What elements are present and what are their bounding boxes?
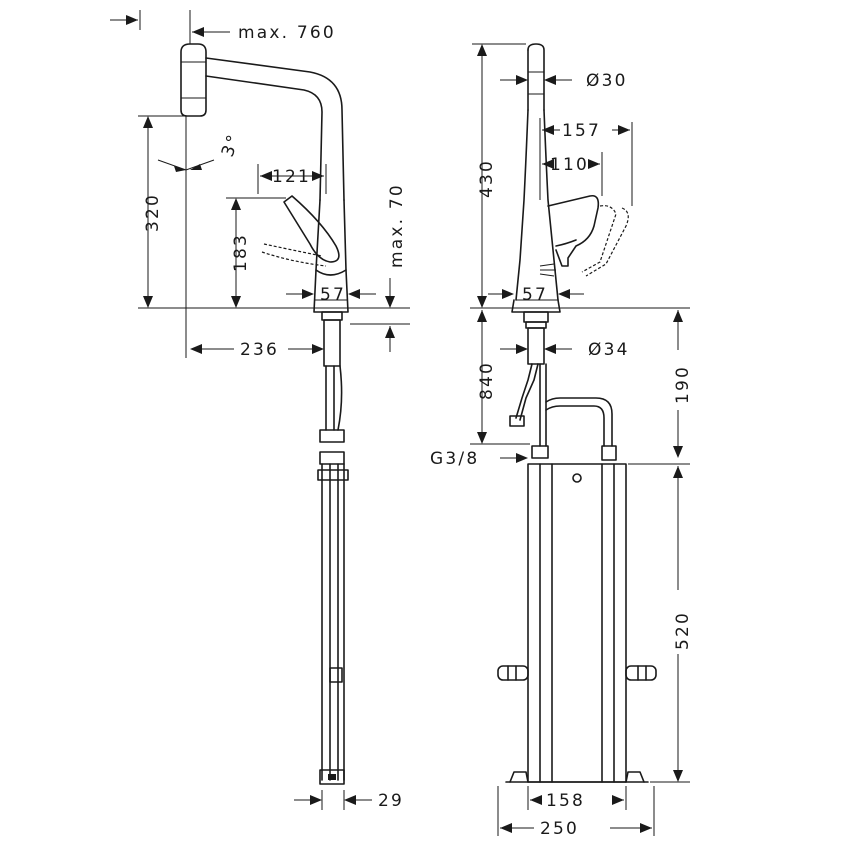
spout-head	[180, 43, 207, 117]
dim-57-side	[286, 289, 376, 299]
label-57-front: 57	[522, 285, 548, 305]
label-183: 183	[231, 233, 251, 272]
dim-57-front	[488, 289, 584, 299]
label-29: 29	[378, 791, 404, 811]
front-lever	[539, 194, 629, 277]
label-158: 158	[546, 791, 585, 811]
dim-183	[226, 197, 286, 308]
dim-158	[527, 786, 627, 810]
dim-190	[673, 310, 683, 458]
label-max-760: max. 760	[238, 23, 336, 43]
label-520: 520	[673, 611, 693, 650]
front-box	[497, 463, 657, 783]
label-max-70: max. 70	[387, 183, 407, 268]
label-d30: Ø30	[586, 71, 628, 91]
label-110: 110	[550, 155, 589, 175]
label-430: 430	[477, 159, 497, 198]
dim-110	[542, 152, 603, 196]
label-121: 121	[272, 167, 311, 187]
spout-arm	[205, 57, 345, 201]
side-view: max. 760 320 3° 121	[110, 10, 410, 811]
label-190: 190	[673, 365, 693, 404]
dim-320	[138, 115, 410, 309]
dim-d34	[500, 344, 572, 354]
dim-121	[257, 164, 327, 194]
dim-250	[497, 786, 655, 836]
lever-handle	[261, 195, 340, 267]
front-view: Ø30 430 157 110	[430, 43, 693, 839]
side-hoses	[317, 365, 349, 785]
label-3deg: 3°	[218, 131, 245, 160]
front-base	[511, 299, 561, 365]
label-57-side: 57	[320, 285, 346, 305]
label-g38: G3/8	[430, 449, 479, 469]
dim-840	[470, 310, 530, 445]
label-157: 157	[562, 121, 601, 141]
dim-157	[539, 118, 633, 206]
dim-430	[470, 43, 690, 309]
label-320: 320	[143, 193, 163, 232]
front-hoses	[509, 363, 617, 461]
dim-g38	[500, 453, 528, 463]
tap-body	[313, 199, 349, 367]
dim-520	[628, 463, 690, 783]
dim-d30	[500, 75, 572, 85]
dim-29	[294, 790, 372, 810]
label-d34: Ø34	[588, 340, 630, 360]
label-840: 840	[477, 361, 497, 400]
dim-236	[190, 344, 324, 354]
dim-tilt	[157, 116, 215, 358]
dim-max-760	[110, 10, 230, 44]
label-236: 236	[240, 340, 279, 360]
dim-max-70	[350, 278, 410, 352]
label-250: 250	[540, 819, 579, 839]
